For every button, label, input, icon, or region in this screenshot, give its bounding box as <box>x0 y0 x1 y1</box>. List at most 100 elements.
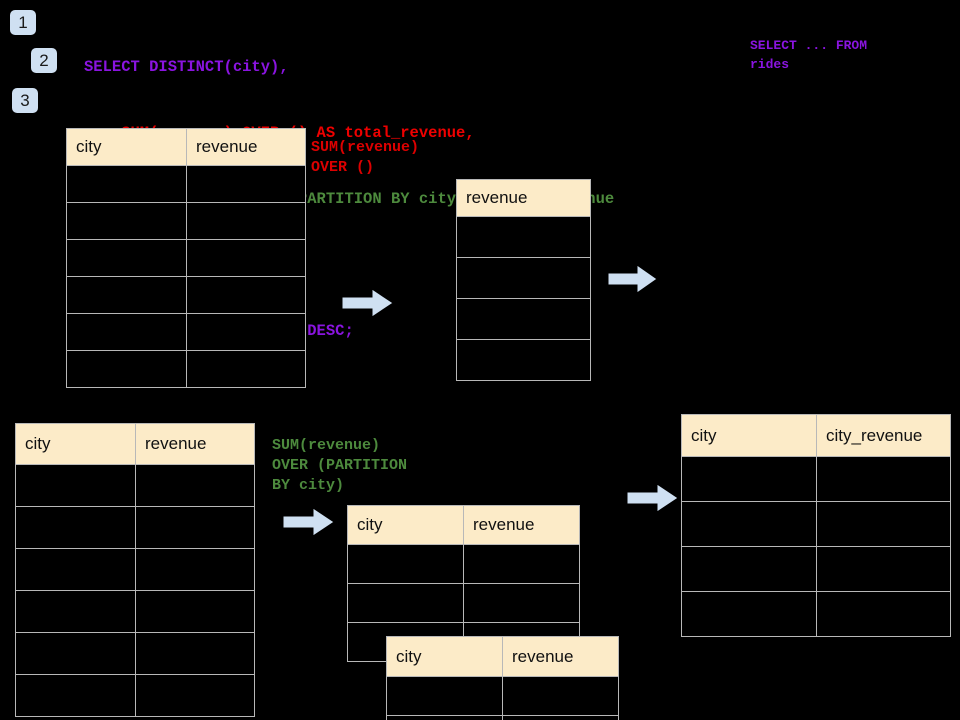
cell-revenue <box>186 276 306 314</box>
cell-revenue <box>186 165 306 203</box>
table-row <box>681 546 951 592</box>
cell-city <box>681 546 817 592</box>
cell-revenue <box>502 715 619 720</box>
cell-city <box>15 674 136 717</box>
cell-revenue <box>456 257 591 299</box>
cell-city-revenue <box>816 456 951 502</box>
cell-revenue <box>456 216 591 258</box>
cell-city <box>66 350 187 388</box>
column-header-city: city <box>681 414 817 457</box>
table-row <box>681 456 951 502</box>
table-row <box>66 239 306 277</box>
note-sum-over-empty: SUM(revenue) OVER () <box>311 139 420 176</box>
cell-revenue <box>186 350 306 388</box>
cell-city <box>66 276 187 314</box>
table-header-row: city revenue <box>66 128 306 166</box>
column-header-revenue: revenue <box>463 505 580 545</box>
cell-city <box>681 456 817 502</box>
column-header-city-revenue: city_revenue <box>816 414 951 457</box>
cell-city <box>681 591 817 637</box>
arrow-right-icon-4 <box>626 483 679 518</box>
table-row <box>15 548 255 591</box>
step-badge-1: 1 <box>10 10 36 35</box>
cell-city <box>66 165 187 203</box>
cell-city <box>66 202 187 240</box>
table-row <box>386 715 619 720</box>
table-row <box>681 591 951 637</box>
cell-city <box>15 590 136 633</box>
cell-revenue <box>456 339 591 381</box>
table-result: city city_revenue <box>681 414 951 637</box>
table-partition-upper: city revenue <box>347 505 580 662</box>
cell-city-revenue <box>816 546 951 592</box>
table-row <box>66 350 306 388</box>
cell-revenue <box>135 548 255 591</box>
cell-revenue <box>135 632 255 675</box>
table-source-bottom: city revenue <box>15 423 255 717</box>
table-row <box>456 339 591 381</box>
table-row <box>66 165 306 203</box>
cell-city <box>15 632 136 675</box>
cell-revenue <box>135 590 255 633</box>
cell-city <box>15 548 136 591</box>
arrow-right-icon-3 <box>282 507 335 542</box>
table-header-row: city revenue <box>347 505 580 545</box>
cell-city <box>66 313 187 351</box>
cell-revenue <box>186 313 306 351</box>
table-row <box>386 676 619 716</box>
table-row <box>681 501 951 547</box>
arrow-right-icon-2 <box>607 264 658 299</box>
table-header-row: city revenue <box>15 423 255 465</box>
table-row <box>66 276 306 314</box>
table-header-row: revenue <box>456 179 591 217</box>
table-row <box>347 583 580 623</box>
cell-city-revenue <box>816 501 951 547</box>
cell-revenue <box>186 239 306 277</box>
column-header-city: city <box>386 636 503 677</box>
table-row <box>456 257 591 299</box>
cell-city <box>386 676 503 716</box>
column-header-revenue: revenue <box>502 636 619 677</box>
cell-city-revenue <box>816 591 951 637</box>
table-row <box>66 202 306 240</box>
table-row <box>15 506 255 549</box>
cell-city <box>347 583 464 623</box>
table-row <box>456 298 591 340</box>
arrow-right-icon-1 <box>341 288 394 323</box>
cell-revenue <box>135 506 255 549</box>
step-badge-3: 3 <box>12 88 38 113</box>
note-select-from-rides: SELECT ... FROM rides <box>750 38 868 72</box>
column-header-city: city <box>15 423 136 465</box>
column-header-revenue: revenue <box>135 423 255 465</box>
cell-city <box>15 506 136 549</box>
table-row <box>15 464 255 507</box>
table-source-top: city revenue <box>66 128 306 388</box>
cell-revenue <box>502 676 619 716</box>
column-header-city: city <box>347 505 464 545</box>
table-header-row: city city_revenue <box>681 414 951 457</box>
cell-revenue <box>135 464 255 507</box>
cell-city <box>15 464 136 507</box>
table-row <box>15 674 255 717</box>
step-badge-2: 2 <box>31 48 57 73</box>
cell-revenue <box>186 202 306 240</box>
table-revenue-only: revenue <box>456 179 591 381</box>
table-row <box>66 313 306 351</box>
column-header-city: city <box>66 128 187 166</box>
cell-city <box>386 715 503 720</box>
table-row <box>456 216 591 258</box>
table-row <box>347 544 580 584</box>
cell-revenue <box>135 674 255 717</box>
table-row <box>15 590 255 633</box>
cell-city <box>681 501 817 547</box>
table-row <box>15 632 255 675</box>
sql-line-select: SELECT DISTINCT(city), <box>84 58 289 76</box>
cell-revenue <box>456 298 591 340</box>
column-header-revenue: revenue <box>456 179 591 217</box>
cell-revenue <box>463 544 580 584</box>
cell-city <box>347 544 464 584</box>
note-sum-over-partition: SUM(revenue) OVER (PARTITION BY city) <box>272 437 408 494</box>
column-header-revenue: revenue <box>186 128 306 166</box>
cell-city <box>66 239 187 277</box>
